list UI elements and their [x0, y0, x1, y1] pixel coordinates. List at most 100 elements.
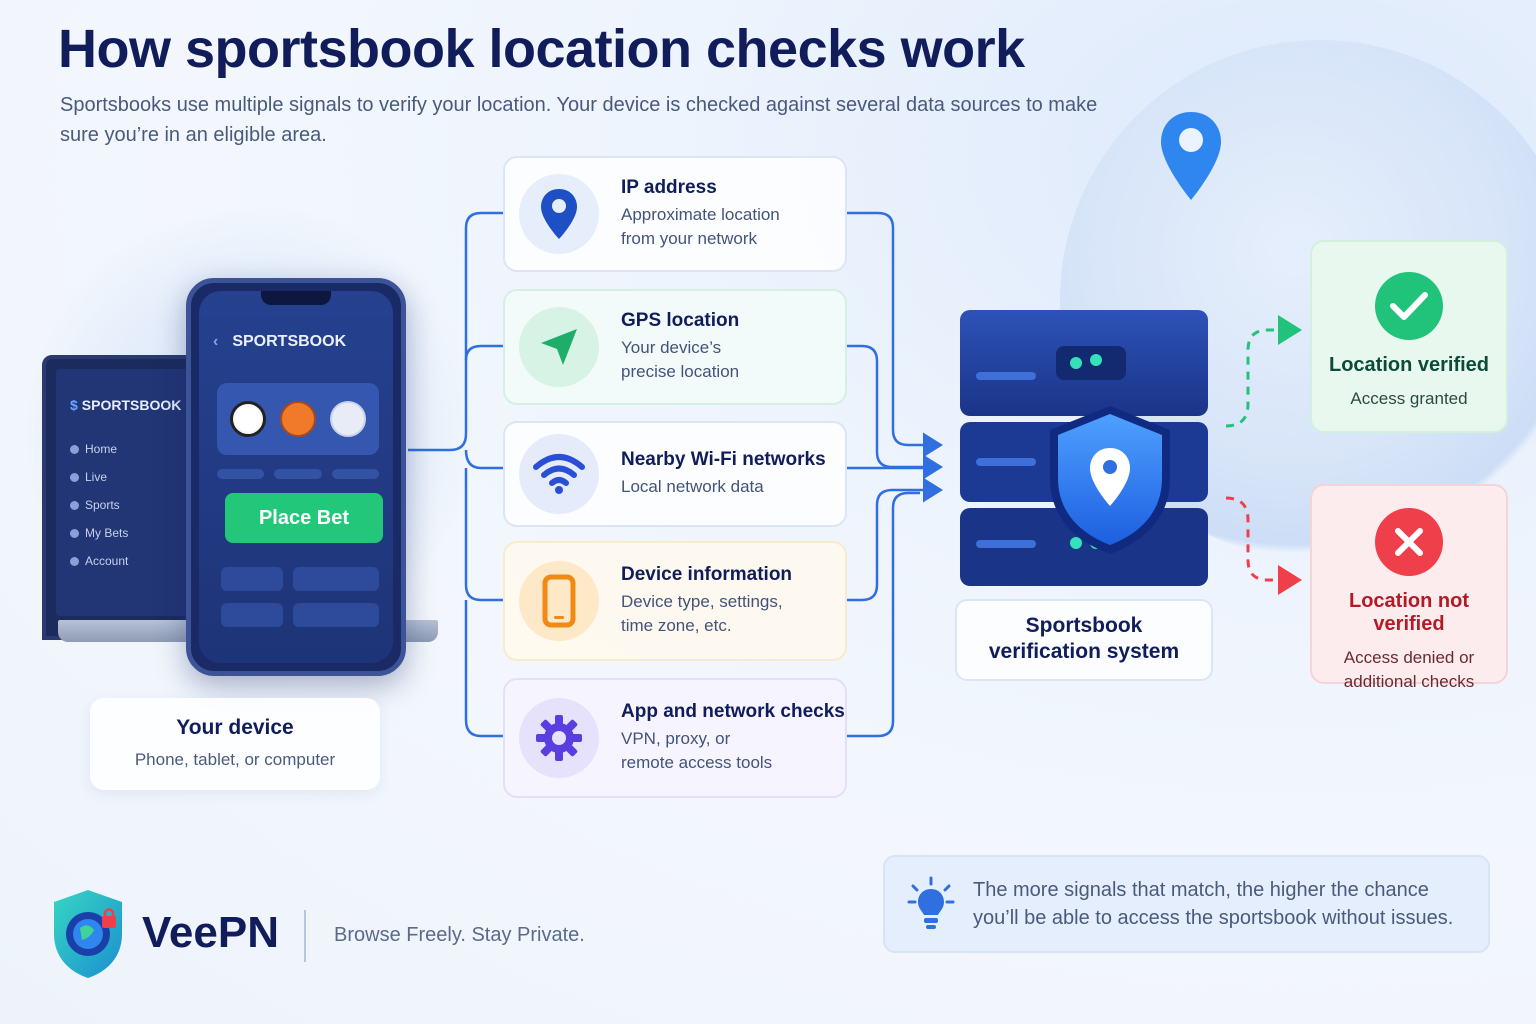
result-title: Location not verified: [1349, 590, 1469, 635]
page-subtitle: Sportsbooks use multiple signals to veri…: [60, 94, 1098, 146]
system-title-line2: verification system: [988, 640, 1180, 663]
signal-desc: precise location: [621, 362, 740, 381]
signal-wifi-networks: Nearby Wi-Fi networks Local network data: [503, 421, 847, 527]
phone-notch: [261, 291, 331, 305]
sports-icon: [70, 500, 79, 510]
result-location-verified: Location verified Access granted: [1310, 240, 1508, 433]
tip-text: The more signals that match, the higher …: [973, 879, 1454, 929]
home-icon: [70, 444, 79, 454]
phone-screen: ‹ SPORTSBOOK Place Bet: [199, 291, 393, 663]
account-icon: [70, 556, 79, 566]
veepn-shield-logo-icon: [54, 890, 122, 978]
lightbulb-icon: [907, 876, 955, 929]
brand-name: VeePN: [142, 908, 279, 957]
signal-gps-location: GPS location Your device’s precise locat…: [503, 289, 847, 405]
signal-desc: Local network data: [621, 477, 764, 496]
laptop-menu-my-bets[interactable]: My Bets: [70, 519, 238, 547]
sportsbook-logo-icon: $: [70, 397, 78, 413]
placeholder-block: [221, 567, 283, 591]
signal-title: Nearby Wi-Fi networks: [621, 449, 826, 470]
signal-ip-address: IP address Approximate location from you…: [503, 156, 847, 272]
signal-desc: VPN, proxy, or: [621, 729, 731, 748]
laptop-menu-label: Sports: [85, 498, 120, 512]
page-title: How sportsbook location checks work: [58, 19, 1025, 79]
line-app-server: [847, 491, 920, 738]
map-pin-icon: [541, 189, 577, 239]
globe-map-pin-icon: [1161, 112, 1221, 200]
phone-header: ‹ SPORTSBOOK: [213, 333, 346, 351]
line-device-wifi: [464, 449, 503, 470]
result-subtitle-line2: additional checks: [1343, 672, 1475, 691]
laptop-menu-label: Account: [85, 554, 129, 568]
phone: ‹ SPORTSBOOK Place Bet: [186, 278, 406, 676]
laptop-menu-account[interactable]: Account: [70, 547, 238, 575]
gear-icon: [536, 715, 582, 761]
phone-header-title: SPORTSBOOK: [232, 333, 347, 350]
signal-title: Device information: [621, 564, 793, 585]
tip-box: The more signals that match, the higher …: [883, 855, 1490, 953]
soccer-ball-icon: [230, 401, 266, 437]
checkmark-icon: [1375, 272, 1443, 340]
close-x-icon: [1375, 508, 1443, 576]
line-device-app: [464, 600, 503, 738]
laptop-menu-home[interactable]: Home: [70, 435, 238, 463]
laptop-menu-label: My Bets: [85, 526, 129, 540]
signal-app-network-checks: App and network checks VPN, proxy, or re…: [503, 678, 847, 798]
signal-desc: Device type, settings,: [621, 592, 783, 611]
placeholder-pill: [331, 469, 379, 479]
placeholder-block: [293, 567, 379, 591]
laptop-menu-live[interactable]: Live: [70, 463, 238, 491]
laptop-menu-label: Live: [85, 470, 108, 484]
line-device-ip: [408, 211, 503, 452]
signal-desc: from your network: [621, 229, 758, 248]
place-bet-button[interactable]: Place Bet: [225, 493, 383, 543]
signal-title: IP address: [621, 177, 717, 198]
arrow-to-not-verified: [1225, 496, 1302, 595]
your-device-card: Your device Phone, tablet, or computer: [90, 698, 380, 790]
laptop-menu-label: Home: [85, 442, 118, 456]
line-ip-server: [847, 211, 943, 458]
device-card-title: Your device: [176, 716, 294, 739]
line-device-gps: [464, 344, 503, 361]
sports-card[interactable]: [217, 383, 379, 455]
device-card-subtitle: Phone, tablet, or computer: [134, 750, 336, 769]
result-subtitle-line1: Access denied or: [1343, 648, 1475, 667]
placeholder-block: [293, 603, 379, 627]
placeholder-pill: [274, 469, 322, 479]
result-title: Location verified: [1328, 354, 1490, 376]
signal-title: App and network checks: [621, 701, 845, 722]
arrow-to-verified: [1225, 315, 1302, 428]
laptop-menu-sports[interactable]: Sports: [70, 491, 238, 519]
navigation-arrow-icon: [541, 329, 577, 365]
back-chevron-icon[interactable]: ‹: [213, 333, 219, 350]
signal-desc: Approximate location: [621, 205, 780, 224]
placeholder-pill: [217, 469, 265, 479]
signal-desc: time zone, etc.: [621, 616, 732, 635]
brand-divider: [304, 910, 306, 962]
result-subtitle: Access granted: [1350, 389, 1468, 408]
system-title-line1: Sportsbook: [1025, 614, 1143, 637]
signal-icon-circle: [519, 307, 599, 387]
signal-device-information: Device information Device type, settings…: [503, 541, 847, 661]
line-gps-server: [847, 344, 943, 480]
server-stack-icon: [960, 310, 1208, 586]
phone-pill-row: [217, 469, 379, 479]
result-location-not-verified: Location not verified Access denied or a…: [1310, 484, 1508, 691]
line-device-info: [464, 468, 503, 602]
placeholder-block: [221, 603, 283, 627]
bets-icon: [70, 528, 79, 538]
live-icon: [70, 472, 79, 482]
laptop-brand: $ SPORTSBOOK: [70, 397, 238, 413]
signal-desc: Your device’s: [621, 338, 722, 357]
signal-icon-circle: [519, 698, 599, 778]
signal-icon-circle: [519, 434, 599, 514]
result-subtitle: Access denied or additional checks: [1312, 646, 1506, 694]
verification-system-card: Sportsbook verification system: [955, 599, 1213, 681]
baseball-icon: [330, 401, 366, 437]
signal-icon-circle: [519, 174, 599, 254]
brand-tagline: Browse Freely. Stay Private.: [334, 924, 585, 946]
smartphone-icon: [542, 574, 576, 628]
signal-title: GPS location: [621, 310, 740, 331]
signal-desc: remote access tools: [621, 753, 773, 772]
